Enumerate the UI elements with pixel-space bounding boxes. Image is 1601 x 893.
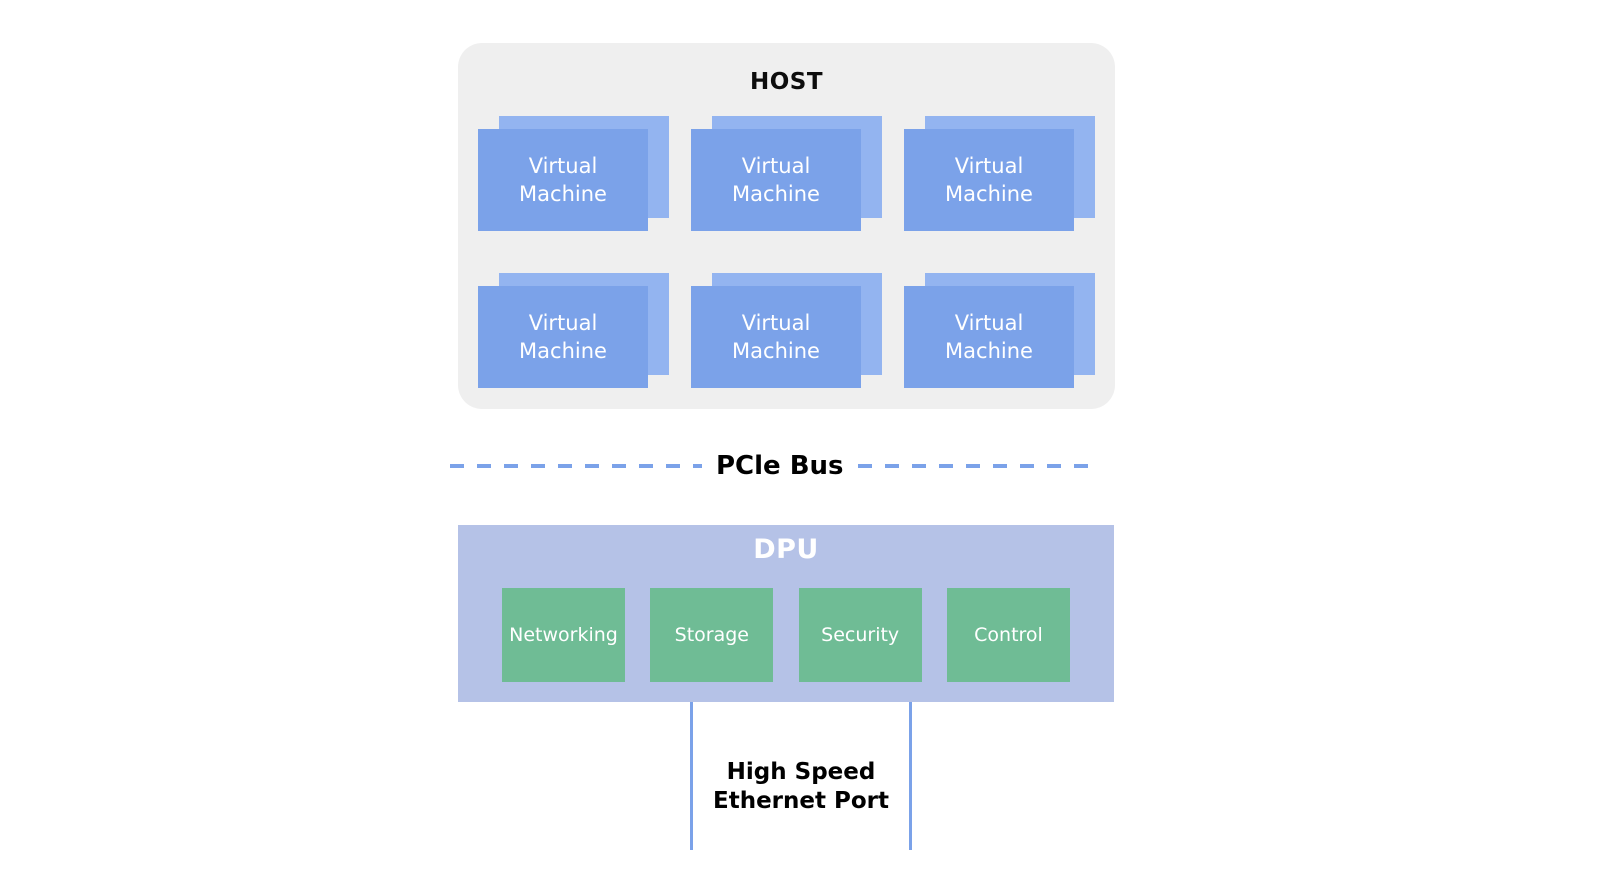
vm-label: Virtual Machine: [945, 153, 1033, 206]
vm-box-face: Virtual Machine: [478, 286, 648, 388]
vm-label: Virtual Machine: [732, 310, 820, 363]
vm-grid: Virtual Machine Virtual Machine Virtual …: [458, 116, 1115, 388]
ethernet-port-line-right: [909, 702, 912, 850]
vm-box-face: Virtual Machine: [691, 286, 861, 388]
host-title: HOST: [749, 69, 824, 95]
pcie-dashed-line-left: [450, 464, 702, 468]
vm-label: Virtual Machine: [519, 153, 607, 206]
dpu-module-security: Security: [798, 588, 922, 682]
dpu-container: DPU Networking Storage Security Control: [458, 525, 1114, 702]
pcie-bus-divider: PCle Bus: [450, 447, 1095, 485]
vm-box-face: Virtual Machine: [904, 129, 1074, 231]
ethernet-port-line-left: [690, 702, 693, 850]
vm-label: Virtual Machine: [519, 310, 607, 363]
dpu-module-networking: Networking: [502, 588, 625, 682]
host-container: HOST Virtual Machine Virtual Machine: [458, 43, 1115, 409]
ethernet-port-label: High Speed Ethernet Port: [713, 759, 889, 814]
vm-box: Virtual Machine: [478, 116, 669, 231]
pcie-bus-label: PCle Bus: [716, 451, 844, 481]
vm-row-2: Virtual Machine Virtual Machine Virtual …: [478, 273, 1095, 388]
dpu-module-control: Control: [946, 588, 1070, 682]
vm-box-face: Virtual Machine: [904, 286, 1074, 388]
vm-box-face: Virtual Machine: [478, 129, 648, 231]
vm-label: Virtual Machine: [732, 153, 820, 206]
vm-box-face: Virtual Machine: [691, 129, 861, 231]
dpu-title: DPU: [753, 534, 819, 565]
vm-box: Virtual Machine: [691, 273, 882, 388]
vm-box: Virtual Machine: [904, 116, 1095, 231]
vm-row-1: Virtual Machine Virtual Machine Virtual …: [478, 116, 1095, 231]
pcie-dashed-line-right: [857, 464, 1095, 468]
dpu-module-row: Networking Storage Security Control: [502, 588, 1070, 682]
dpu-module-storage: Storage: [650, 588, 774, 682]
vm-box: Virtual Machine: [904, 273, 1095, 388]
vm-box: Virtual Machine: [478, 273, 669, 388]
vm-box: Virtual Machine: [691, 116, 882, 231]
vm-label: Virtual Machine: [945, 310, 1033, 363]
